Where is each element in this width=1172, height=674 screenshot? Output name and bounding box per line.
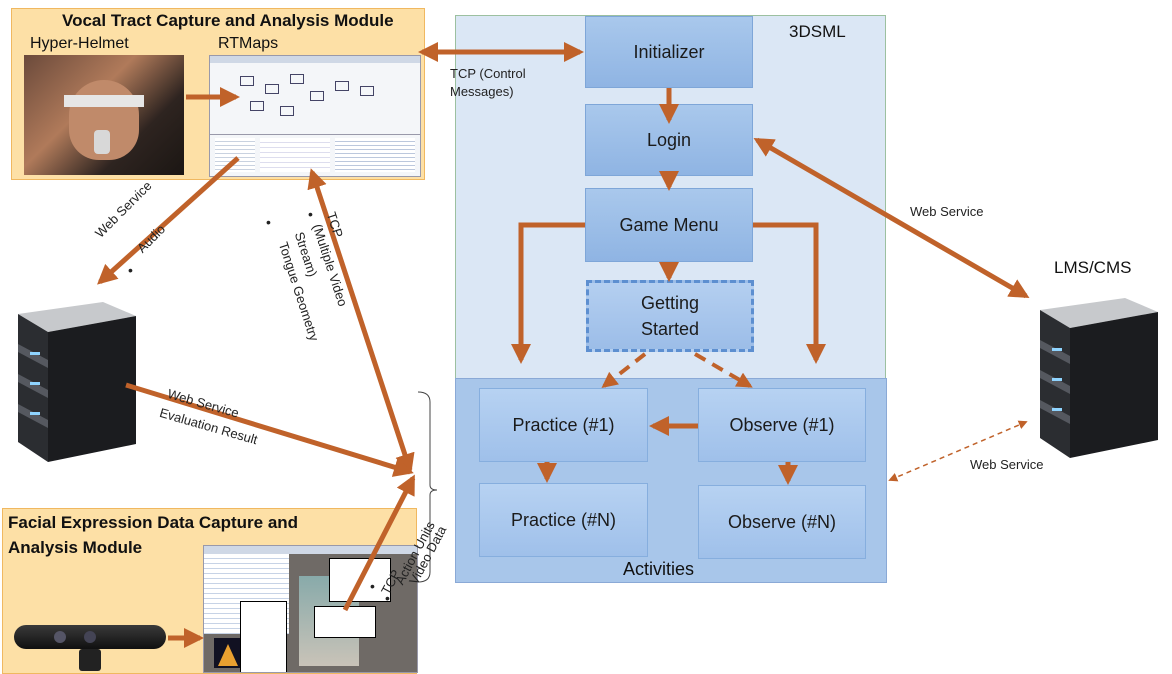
evaluation-server [8,294,138,464]
getting-started-box: Getting Started [586,280,754,352]
tcp-control-label-1: TCP (Control [450,66,526,81]
practice-n-box: Practice (#N) [479,483,648,557]
web-service-lms-label: Web Service [910,204,984,219]
audio-bullet: • [128,262,133,278]
arrow-facial-activities [342,474,416,612]
facial-capture-screenshot [203,545,418,673]
facial-module-title-line2: Analysis Module [8,538,143,557]
observe-1-label: Observe (#1) [729,414,835,435]
tcp-control-label-2: Messages) [450,84,514,99]
practice-1-box: Practice (#1) [479,388,648,462]
activities-label: Activities [623,559,695,579]
arrow-gettingstarted-practice [601,352,647,388]
rtmaps-label: RTMaps [218,35,279,52]
hyper-helmet-label: Hyper-Helmet [30,35,129,52]
game-menu-label: Game Menu [619,214,719,235]
arrow-server-activities [125,382,414,477]
arrow-rtmaps-activities [307,168,415,474]
vocal-module-title: Vocal Tract Capture and Analysis Module [62,11,394,30]
getting-started-line2: Started [640,319,700,339]
lms-cms-label: LMS/CMS [1054,258,1132,277]
initializer-label: Initializer [633,41,705,62]
facial-bullet-2: • [385,590,390,606]
initializer-box: Initializer [585,16,753,88]
login-label: Login [646,129,692,150]
3dsml-label: 3DSML [789,22,846,41]
practice-n-label: Practice (#N) [510,509,617,530]
tcp-bullet-2: • [266,214,271,230]
server-icon [18,302,136,462]
practice-1-label: Practice (#1) [512,414,615,435]
facial-module-title-line1: Facial Expression Data Capture and [8,513,299,532]
kinect-sensor [14,625,166,671]
arrow-gamemenu-practice [511,222,585,364]
arrow-login-lms [753,137,1030,299]
arrow-lms-activities-dashed [888,420,1028,482]
activities-bracket [417,391,438,583]
getting-started-line1: Getting [640,293,700,313]
rtmaps-screenshot [209,55,421,177]
arrow-gettingstarted-observe [693,352,753,388]
facial-bullet-1: • [370,578,375,594]
lms-server [1030,290,1160,460]
game-menu-box: Game Menu [585,188,753,262]
web-service-lms-dashed-label: Web Service [970,457,1044,472]
server-icon [1040,298,1158,458]
observe-n-label: Observe (#N) [727,511,837,532]
tcp-bullet-1: • [308,206,313,222]
observe-n-box: Observe (#N) [698,485,866,559]
arrow-gamemenu-observe [753,222,826,364]
arrow-rtmaps-server [97,156,240,285]
observe-1-box: Observe (#1) [698,388,866,462]
hyper-helmet-photo [24,55,184,175]
